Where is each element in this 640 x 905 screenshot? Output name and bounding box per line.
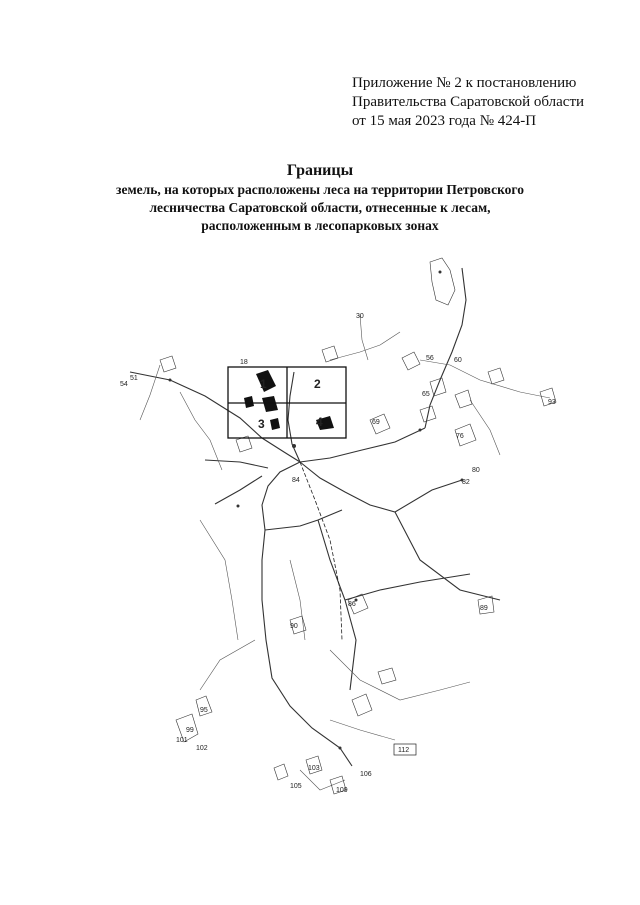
- railway-line: [299, 461, 343, 641]
- sheet-label-4: 4: [316, 415, 323, 429]
- plot-number: 54: [120, 381, 128, 388]
- sheet-label-3: 3: [258, 417, 265, 431]
- annex-line-2: Правительства Саратовской области: [352, 94, 585, 110]
- plot-numbers: 18 30 51 54 56 60 65 69 76 80 82 84 86 8…: [120, 313, 556, 794]
- plot-number: 18: [240, 359, 248, 366]
- minor-roads: [139, 314, 551, 791]
- plot-number: 60: [454, 357, 462, 364]
- plot-number: 82: [462, 479, 470, 486]
- plot-number: 103: [308, 765, 320, 772]
- plot-number: 93: [548, 399, 556, 406]
- sheet-grid: [227, 366, 347, 439]
- document-title: Границы земель, на которых расположены л…: [60, 160, 580, 235]
- forest-boundaries-map: 1 2 3 4 18 30 51 54 56 60 65 69 76 80 82…: [120, 257, 557, 795]
- annex-line-1: Приложение № 2 к постановлению: [352, 75, 577, 91]
- plot-number: 84: [292, 477, 300, 484]
- plot-number: 95: [200, 707, 208, 714]
- title-heading: Границы: [286, 162, 354, 179]
- sheet-label-1: 1: [260, 377, 267, 391]
- sheet-label-2: 2: [314, 377, 321, 391]
- plot-number: 65: [422, 391, 430, 398]
- plot-number: 102: [196, 745, 208, 752]
- plot-number: 56: [426, 355, 434, 362]
- annex-line-3: от 15 мая 2023 года № 424-П: [352, 113, 537, 129]
- sheet-labels: 1 2 3 4: [258, 377, 323, 431]
- settlement-markers: [168, 270, 464, 750]
- forest-parcels: [159, 257, 557, 795]
- filled-parcels: [244, 370, 334, 430]
- plot-number: 101: [176, 737, 188, 744]
- plot-number: 109: [336, 787, 348, 794]
- plot-number: 112: [398, 747, 409, 754]
- title-line-1: земель, на которых расположены леса на т…: [116, 182, 524, 197]
- plot-number: 106: [360, 771, 372, 778]
- plot-number: 90: [290, 623, 298, 630]
- plot-number: 51: [130, 375, 138, 382]
- annex-header: Приложение № 2 к постановлению Правитель…: [352, 74, 622, 131]
- plot-number: 99: [186, 727, 194, 734]
- title-line-2: лесничества Саратовской области, отнесен…: [149, 200, 491, 215]
- title-line-3: расположенным в лесопарковых зонах: [201, 218, 439, 233]
- plot-number: 89: [480, 605, 488, 612]
- plot-number: 86: [348, 601, 356, 608]
- plot-number: 69: [372, 419, 380, 426]
- plot-number: 76: [456, 433, 464, 440]
- plot-number: 105: [290, 783, 302, 790]
- plot-number: 30: [356, 313, 364, 320]
- boxed-plot-label: 112: [393, 743, 417, 756]
- road-network: [129, 267, 501, 767]
- plot-number: 80: [472, 467, 480, 474]
